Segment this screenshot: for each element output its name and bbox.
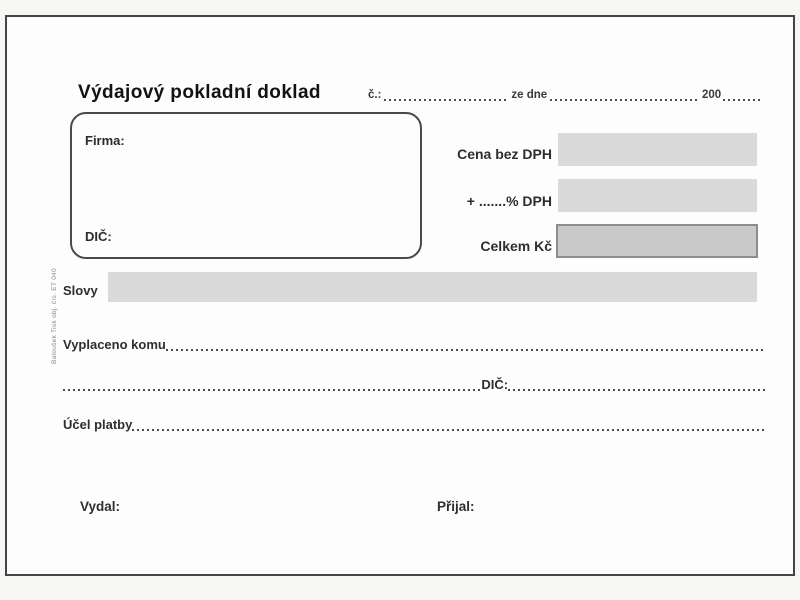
total-czk-field: [556, 224, 758, 258]
paid-to-label: Vyplaceno komu: [63, 337, 166, 352]
company-info-box: Firma: DIČ:: [70, 112, 422, 259]
issued-by-label: Vydal:: [80, 499, 121, 514]
payee-vat-row: DIČ:: [63, 374, 765, 391]
received-by-label: Přijal:: [437, 499, 475, 514]
vat-amount-field: [558, 179, 757, 212]
payee-dotted-line-right: [508, 381, 765, 391]
price-excl-vat-label: Cena bez DPH: [457, 146, 552, 162]
company-vat-label: DIČ:: [85, 229, 112, 244]
company-label: Firma:: [85, 133, 125, 148]
date-dotted-line: [550, 91, 699, 101]
year-dotted-line: [723, 91, 762, 101]
receipt-number-dotted-line: [384, 91, 509, 101]
vat-percent-label: + .......% DPH: [466, 193, 552, 209]
printer-imprint: Baloušek Tisk obj. čís. ET 040: [51, 268, 58, 364]
amount-in-words-field: [108, 272, 757, 302]
total-czk-label: Celkem Kč: [480, 238, 552, 254]
year-prefix: 200: [701, 88, 722, 101]
paid-to-row: Vyplaceno komu: [63, 334, 765, 351]
price-excl-vat-field: [558, 133, 757, 166]
payment-purpose-label: Účel platby: [63, 417, 133, 432]
form-title: Výdajový pokladní doklad: [78, 82, 321, 103]
receipt-number-label: č.:: [368, 88, 382, 101]
header-number-date-line: č.: ze dne 200: [368, 86, 762, 101]
payment-purpose-dotted-line: [132, 421, 765, 431]
amount-in-words-label: Slovy: [63, 283, 98, 298]
paid-to-dotted-line: [165, 341, 765, 351]
payment-purpose-row: Účel platby: [63, 414, 765, 431]
date-label: ze dne: [511, 88, 548, 101]
payee-vat-label: DIČ:: [481, 377, 509, 392]
payee-dotted-line-left: [63, 381, 482, 391]
